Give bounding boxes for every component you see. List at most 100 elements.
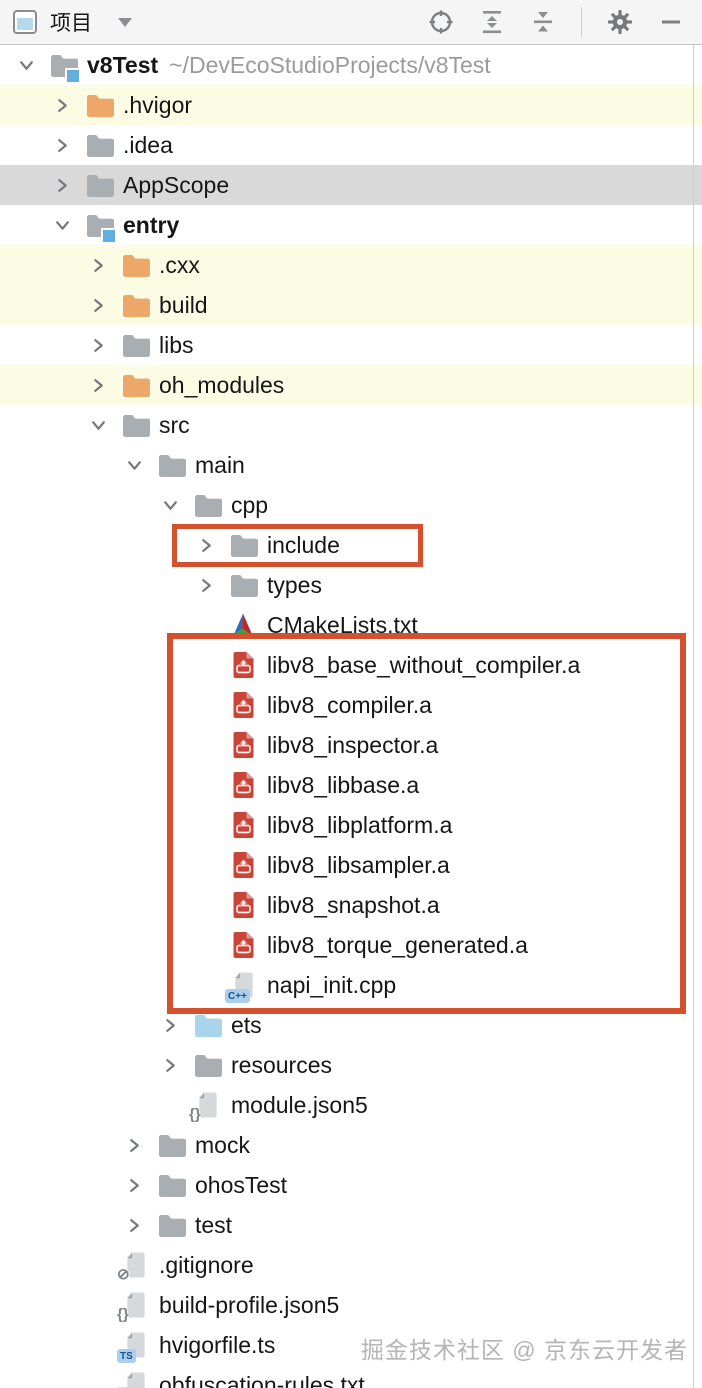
chevron-collapsed-icon[interactable] <box>194 525 228 565</box>
tree-node-libv8-libbase-a[interactable]: libv8_libbase.a <box>0 765 702 805</box>
tree-node-libv8-compiler-a[interactable]: libv8_compiler.a <box>0 685 702 725</box>
folder-module-icon <box>48 45 81 85</box>
chevron-spacer <box>86 1245 120 1285</box>
folder-excluded-icon <box>120 285 150 325</box>
folder-icon <box>228 565 258 605</box>
tree-node-hvigor[interactable]: .hvigor <box>0 85 702 125</box>
chevron-spacer <box>86 1365 120 1388</box>
chevron-collapsed-icon[interactable] <box>122 1205 156 1245</box>
locate-file-icon[interactable] <box>428 9 454 35</box>
folder-excluded-icon <box>120 245 150 285</box>
folder-icon <box>192 1045 222 1085</box>
tree-node-libv8-libsampler-a[interactable]: libv8_libsampler.a <box>0 845 702 885</box>
tree-node-cpp[interactable]: cpp <box>0 485 702 525</box>
project-view-selector[interactable]: 项目 <box>0 7 132 37</box>
panel-right-edge <box>693 45 694 1388</box>
tree-node-cmakelists-txt[interactable]: CMakeLists.txt <box>0 605 702 645</box>
tree-node-ets[interactable]: ets <box>0 1005 702 1045</box>
node-label: test <box>195 1211 233 1238</box>
tree-node-entry[interactable]: entry <box>0 205 702 245</box>
file-text-icon: ☰ <box>117 1365 150 1388</box>
tree-node-cxx[interactable]: .cxx <box>0 245 702 285</box>
project-window-icon <box>13 10 37 34</box>
tree-node-obfuscation-rules-txt[interactable]: ☰ obfuscation-rules.txt <box>0 1365 702 1388</box>
chevron-collapsed-icon[interactable] <box>86 365 120 405</box>
tree-node-libv8-snapshot-a[interactable]: libv8_snapshot.a <box>0 885 702 925</box>
chevron-collapsed-icon[interactable] <box>50 125 84 165</box>
node-label: libv8_libbase.a <box>267 771 420 798</box>
node-label: libv8_base_without_compiler.a <box>267 651 581 678</box>
tree-node-gitignore[interactable]: ⊘.gitignore <box>0 1245 702 1285</box>
node-label: build <box>159 291 208 318</box>
chevron-collapsed-icon[interactable] <box>194 565 228 605</box>
chevron-collapsed-icon[interactable] <box>50 165 84 205</box>
tree-node-libs[interactable]: libs <box>0 325 702 365</box>
expand-all-icon[interactable] <box>479 9 505 35</box>
node-label: src <box>159 411 190 438</box>
watermark: 掘金技术社区 @ 京东云开发者 <box>360 1337 688 1363</box>
tree-node-ohostest[interactable]: ohosTest <box>0 1165 702 1205</box>
tree-node-main[interactable]: main <box>0 445 702 485</box>
tree-node-libv8-libplatform-a[interactable]: libv8_libplatform.a <box>0 805 702 845</box>
tree-node-libv8-inspector-a[interactable]: libv8_inspector.a <box>0 725 702 765</box>
folder-module-icon <box>84 205 117 245</box>
node-label: main <box>195 451 245 478</box>
chevron-collapsed-icon[interactable] <box>86 245 120 285</box>
node-label: .cxx <box>159 251 200 278</box>
chevron-spacer <box>194 765 228 805</box>
tree-node-module-json5[interactable]: {}module.json5 <box>0 1085 702 1125</box>
tree-node-mock[interactable]: mock <box>0 1125 702 1165</box>
chevron-collapsed-icon[interactable] <box>122 1165 156 1205</box>
node-path-suffix: ~/DevEcoStudioProjects/v8Test <box>169 51 491 78</box>
chevron-collapsed-icon[interactable] <box>86 325 120 365</box>
tree-node-appscope[interactable]: AppScope <box>0 165 702 205</box>
node-label: napi_init.cpp <box>267 971 397 998</box>
folder-sources-icon <box>192 1005 222 1045</box>
tree-node-libv8-torque-generated-a[interactable]: libv8_torque_generated.a <box>0 925 702 965</box>
text-lines-badge-icon: ☰ <box>117 1385 130 1388</box>
node-label: .hvigor <box>123 91 193 118</box>
node-label: obfuscation-rules.txt <box>159 1371 365 1388</box>
tree-node-types[interactable]: types <box>0 565 702 605</box>
toolbar-divider <box>581 7 582 37</box>
tree-node-build[interactable]: build <box>0 285 702 325</box>
chevron-expanded-icon[interactable] <box>158 485 192 525</box>
file-archive-icon <box>228 685 258 725</box>
tree-node-libv8-base-without-compiler-a[interactable]: libv8_base_without_compiler.a <box>0 645 702 685</box>
chevron-spacer <box>194 965 228 1005</box>
chevron-spacer <box>194 805 228 845</box>
chevron-expanded-icon[interactable] <box>122 445 156 485</box>
file-cpp-icon: C++ <box>225 965 258 1005</box>
tree-node-idea[interactable]: .idea <box>0 125 702 165</box>
folder-icon <box>156 1165 186 1205</box>
tree-node-v8test[interactable]: v8Test~/DevEcoStudioProjects/v8Test <box>0 45 702 85</box>
hide-panel-icon[interactable] <box>658 9 684 35</box>
chevron-spacer <box>194 685 228 725</box>
tree-node-include[interactable]: include <box>0 525 702 565</box>
chevron-collapsed-icon[interactable] <box>122 1125 156 1165</box>
chevron-expanded-icon[interactable] <box>50 205 84 245</box>
tree-node-napi-init-cpp[interactable]: C++ napi_init.cpp <box>0 965 702 1005</box>
folder-excluded-icon <box>84 85 114 125</box>
chevron-collapsed-icon[interactable] <box>86 285 120 325</box>
chevron-collapsed-icon[interactable] <box>158 1045 192 1085</box>
collapse-all-icon[interactable] <box>530 9 556 35</box>
tree-node-build-profile-json5[interactable]: {}build-profile.json5 <box>0 1285 702 1325</box>
chevron-spacer <box>194 885 228 925</box>
tree-node-resources[interactable]: resources <box>0 1045 702 1085</box>
chevron-collapsed-icon[interactable] <box>158 1005 192 1045</box>
tree-node-test[interactable]: test <box>0 1205 702 1245</box>
node-label: AppScope <box>123 171 230 198</box>
chevron-collapsed-icon[interactable] <box>50 85 84 125</box>
node-label: CMakeLists.txt <box>267 611 418 638</box>
chevron-expanded-icon[interactable] <box>14 45 48 85</box>
tree-node-oh-modules[interactable]: oh_modules <box>0 365 702 405</box>
tree-node-src[interactable]: src <box>0 405 702 445</box>
chevron-expanded-icon[interactable] <box>86 405 120 445</box>
project-panel-header: 项目 <box>0 0 702 45</box>
settings-gear-icon[interactable] <box>607 9 633 35</box>
project-file-tree: v8Test~/DevEcoStudioProjects/v8Test .hvig… <box>0 45 702 1388</box>
node-label: .gitignore <box>159 1251 254 1278</box>
